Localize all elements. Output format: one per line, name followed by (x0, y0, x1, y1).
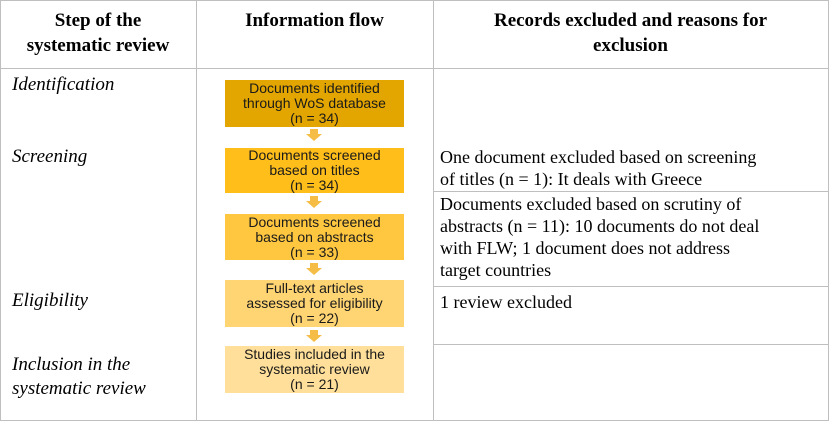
header-information-flow: Information flow (196, 8, 433, 33)
flow-box-count: (n = 34) (290, 177, 339, 193)
flow-box-count: (n = 34) (290, 110, 339, 126)
flow-box-count: (n = 33) (290, 243, 339, 260)
down-arrow-icon (306, 263, 322, 275)
flow-box-text: through WoS database (243, 95, 386, 111)
header-excl-line1: Records excluded and reasons for (493, 10, 768, 31)
header-excl-line2: exclusion (593, 35, 668, 56)
down-arrow-icon (306, 129, 322, 141)
header-exclusions: Records excluded and reasons for exclusi… (433, 8, 828, 58)
table-border-top (0, 0, 829, 1)
exclusion-abstracts-line3: with FLW; 1 document does not address (440, 238, 730, 258)
exclusion-titles: One document excluded based on screening… (440, 146, 824, 190)
table-border-col2 (433, 0, 434, 421)
header-step-line2: systematic review (26, 35, 170, 56)
flow-box-text: Documents identified (249, 80, 380, 96)
header-step: Step of the systematic review (0, 8, 196, 58)
exclusion-titles-line2: of titles (n = 1): It deals with Greece (440, 169, 703, 189)
exclusion-abstracts-line2: abstracts (n = 11): 10 documents do not … (440, 216, 760, 236)
flow-box-text: Studies included in the (244, 346, 385, 362)
flow-box-text: based on titles (269, 162, 360, 178)
flow-box-abstracts: Documents screened based on abstracts (n… (225, 214, 404, 260)
exclusion-titles-line1: One document excluded based on screening (440, 147, 757, 167)
stage-inclusion: Inclusion in the systematic review (12, 353, 146, 401)
flow-box-text: based on abstracts (255, 228, 374, 245)
exclusion-eligibility: 1 review excluded (440, 292, 572, 312)
header-step-line1: Step of the (54, 10, 142, 31)
exclusion-abstracts-line4: target countries (440, 260, 552, 280)
flow-box-text: assessed for eligibility (246, 295, 383, 311)
table-border-exclusion-split (433, 191, 829, 192)
table-border-eligibility (433, 286, 829, 287)
table-border-header (0, 68, 829, 69)
flow-box-count: (n = 22) (290, 310, 339, 326)
flow-box-included: Studies included in the systematic revie… (225, 346, 404, 393)
exclusion-abstracts: Documents excluded based on scrutiny of … (440, 193, 824, 281)
flow-box-identified: Documents identified through WoS databas… (225, 80, 404, 127)
table-border-inclusion (433, 344, 829, 345)
down-arrow-icon (306, 330, 322, 342)
flow-box-text: Full-text articles (265, 280, 364, 296)
stage-identification: Identification (12, 74, 115, 95)
stage-screening: Screening (12, 146, 88, 167)
exclusion-abstracts-line1: Documents excluded based on scrutiny of (440, 194, 742, 214)
stage-eligibility: Eligibility (12, 290, 88, 311)
flow-box-count: (n = 21) (290, 376, 339, 392)
flow-box-text: Documents screened (248, 213, 381, 230)
table-border-left (0, 0, 1, 421)
flow-box-titles: Documents screened based on titles (n = … (225, 148, 404, 193)
flow-box-text: systematic review (259, 361, 370, 377)
flow-box-eligibility: Full-text articles assessed for eligibil… (225, 280, 404, 327)
stage-inclusion-line2: systematic review (12, 378, 146, 399)
table-border-col1 (196, 0, 197, 421)
down-arrow-icon (306, 196, 322, 208)
header-flow-text: Information flow (245, 10, 384, 31)
stage-inclusion-line1: Inclusion in the (12, 354, 131, 375)
flow-box-text: Documents screened (248, 147, 381, 163)
